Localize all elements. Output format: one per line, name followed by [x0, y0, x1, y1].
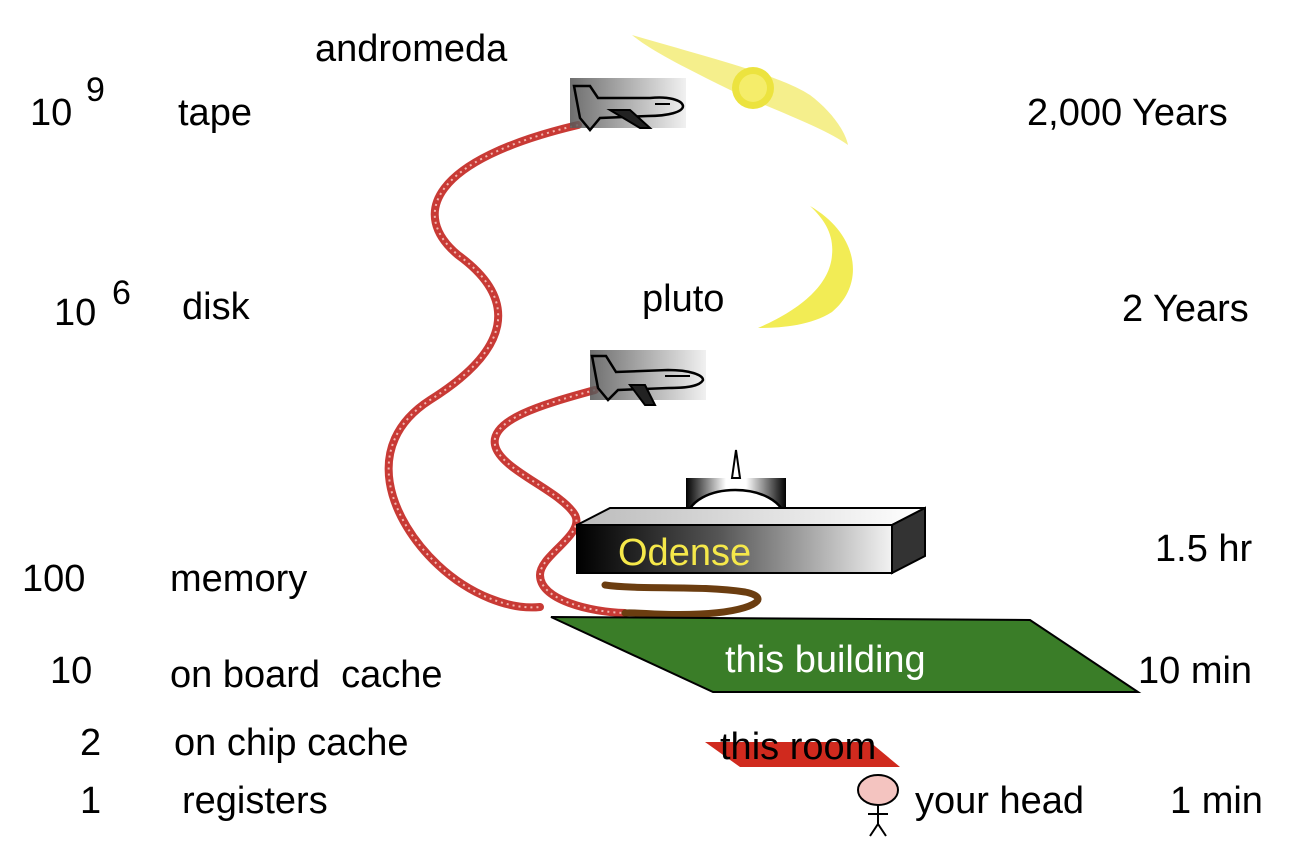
- time-disk: 2 Years: [1122, 288, 1249, 330]
- multiplier-disk-exponent: 6: [112, 274, 131, 312]
- level-label-tape: tape: [178, 92, 252, 134]
- multiplier-on-board-cache: 10: [50, 650, 93, 692]
- multiplier-disk-base: 10: [54, 292, 97, 334]
- level-label-registers: registers: [182, 780, 328, 822]
- time-memory: 1.5 hr: [1155, 528, 1253, 570]
- multiplier-memory: 100: [22, 558, 86, 600]
- this-building-shape: [550, 616, 1142, 693]
- disk-airplane-icon: [590, 350, 706, 406]
- your-head-figure-icon: [857, 774, 899, 837]
- place-your-head: your head: [915, 780, 1085, 822]
- level-label-disk: disk: [182, 286, 250, 328]
- multiplier-tape-exponent: 9: [86, 71, 105, 109]
- tape-route-rope: [384, 121, 582, 612]
- level-label-on-chip-cache: on chip cache: [174, 722, 409, 764]
- level-label-memory: memory: [170, 558, 308, 600]
- pluto-crescent-icon: [758, 206, 853, 328]
- odense-route-path: [601, 581, 762, 619]
- multiplier-registers: 1: [80, 780, 102, 822]
- andromeda-galaxy-icon: [632, 35, 848, 145]
- level-label-on-board-cache: on board cache: [170, 654, 443, 696]
- multiplier-tape-base: 10: [30, 92, 73, 134]
- place-odense: Odense: [618, 532, 752, 574]
- time-tape: 2,000 Years: [1027, 92, 1228, 134]
- place-andromeda: andromeda: [315, 28, 508, 70]
- place-pluto: pluto: [642, 278, 725, 320]
- this-room-shape: [705, 742, 900, 767]
- multiplier-on-chip-cache: 2: [80, 722, 102, 764]
- disk-route-rope: [490, 386, 629, 617]
- place-this-room: this room: [720, 726, 877, 768]
- time-registers: 1 min: [1170, 780, 1263, 822]
- time-on-board-cache: 10 min: [1138, 650, 1253, 692]
- odense-building-icon: [576, 449, 926, 575]
- place-this-building: this building: [725, 639, 926, 681]
- tape-airplane-icon: [570, 78, 686, 132]
